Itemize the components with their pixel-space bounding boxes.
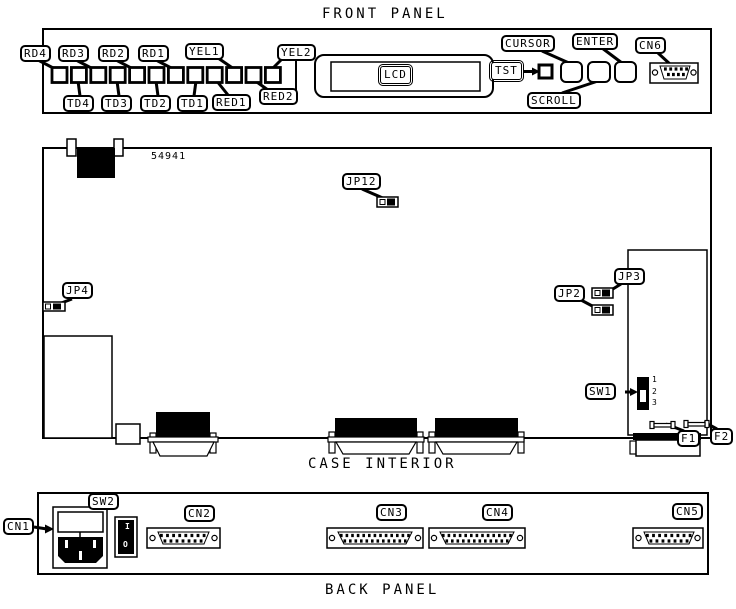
- power-off-mark: O: [123, 540, 128, 549]
- label-f1: F1: [677, 430, 701, 447]
- label-red1: RED1: [212, 94, 251, 111]
- jp4-jumper: [42, 301, 66, 312]
- led-yel1: [225, 66, 244, 84]
- label-td3: TD3: [101, 95, 132, 112]
- sw1-position-1: 1: [652, 375, 657, 384]
- led-td3: [108, 66, 127, 84]
- case-interior-title: CASE INTERIOR: [308, 456, 457, 472]
- label-cn3: CN3: [376, 504, 407, 521]
- label-jp4: JP4: [62, 282, 93, 299]
- label-enter: ENTER: [572, 33, 619, 50]
- sw2-rocker-switch: [114, 516, 138, 558]
- label-cn2: CN2: [184, 505, 215, 522]
- led-rd2: [128, 66, 147, 84]
- power-supply-area: [43, 335, 113, 439]
- led-row: [50, 66, 282, 84]
- tail-cursor: [541, 49, 570, 65]
- jp2-jumper: [591, 304, 614, 316]
- led-td4: [70, 66, 88, 84]
- label-rd3: RD3: [58, 45, 89, 62]
- label-cursor: CURSOR: [501, 35, 555, 52]
- board-connector-b: [327, 418, 425, 455]
- jp3-jumper: [591, 287, 614, 299]
- cn2-connector: [146, 527, 221, 549]
- label-f2: F2: [710, 428, 734, 445]
- label-td1: TD1: [177, 95, 208, 112]
- label-jp2: JP2: [554, 285, 585, 302]
- led-td1: [186, 66, 205, 84]
- label-rd2: RD2: [98, 45, 129, 62]
- label-yel2: YEL2: [277, 44, 316, 61]
- cn1-power-inlet: [52, 506, 108, 569]
- label-td4: TD4: [63, 95, 94, 112]
- fuse-f1: [649, 420, 676, 430]
- transformer-tab-left: [66, 138, 77, 157]
- label-cn6: CN6: [635, 37, 666, 54]
- jp12-jumper: [376, 196, 399, 208]
- tail-enter: [601, 46, 623, 65]
- sw1-arrow-icon: [625, 388, 638, 396]
- cn3-connector: [326, 527, 424, 549]
- board-number: 54941: [151, 151, 187, 162]
- mounting-square: [115, 423, 141, 445]
- tst-test-point: [537, 63, 554, 80]
- tail-scroll: [561, 79, 599, 95]
- power-on-mark: I: [125, 522, 130, 531]
- label-cn1: CN1: [3, 518, 34, 535]
- sw1-position-3: 3: [652, 398, 657, 407]
- led-rd1: [166, 66, 185, 84]
- label-jp12: JP12: [342, 173, 381, 190]
- tst-arrow-icon: [524, 67, 540, 76]
- led-rd3: [89, 66, 108, 84]
- label-rd1: RD1: [138, 45, 169, 62]
- led-yel2: [263, 66, 282, 84]
- label-scroll: SCROLL: [527, 92, 581, 109]
- label-tst: TST: [489, 60, 524, 82]
- cursor-button: [560, 61, 583, 83]
- label-red2: RED2: [259, 88, 298, 105]
- led-red1: [205, 66, 224, 84]
- label-sw1: SW1: [585, 383, 616, 400]
- cn1-arrow-icon: [33, 524, 54, 534]
- label-td2: TD2: [140, 95, 171, 112]
- label-sw2: SW2: [88, 493, 119, 510]
- board-connector-c: [427, 418, 525, 455]
- label-yel1: YEL1: [185, 43, 224, 60]
- cn4-connector: [428, 527, 526, 549]
- led-red2: [244, 66, 263, 84]
- fuse-f2: [683, 419, 710, 429]
- label-jp3: JP3: [614, 268, 645, 285]
- enter-button: [614, 61, 637, 83]
- board-connector-a: [147, 412, 219, 457]
- transformer: [77, 148, 115, 178]
- scroll-button: [587, 61, 611, 83]
- cn5-connector: [632, 527, 704, 549]
- label-lcd: LCD: [378, 64, 413, 86]
- sw1-position-2: 2: [652, 387, 657, 396]
- transformer-tab-right: [113, 138, 124, 157]
- label-cn4: CN4: [482, 504, 513, 521]
- cn6-connector: [649, 62, 699, 84]
- front-panel-title: FRONT PANEL: [322, 6, 448, 22]
- sw1-slide-switch: [637, 377, 649, 410]
- back-panel-title: BACK PANEL: [325, 582, 440, 598]
- label-rd4: RD4: [20, 45, 51, 62]
- label-cn5: CN5: [672, 503, 703, 520]
- led-td2: [147, 66, 166, 84]
- led-rd4: [50, 66, 69, 84]
